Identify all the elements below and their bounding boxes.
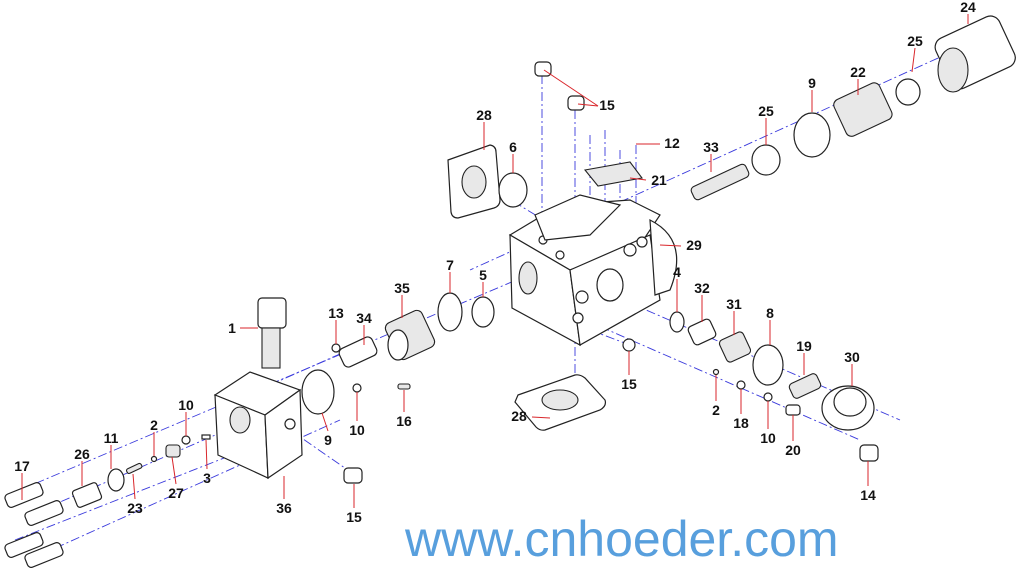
callout-label: 13 [328, 305, 344, 321]
callout-label: 25 [758, 103, 774, 119]
callout-label: 30 [844, 349, 860, 365]
leader-line [659, 244, 682, 247]
callout-label: 26 [74, 446, 90, 462]
callout-label: 10 [178, 397, 194, 413]
leader-line [531, 416, 551, 419]
callout-label: 23 [127, 500, 143, 516]
leader-line [321, 412, 329, 432]
callout-label: 29 [686, 237, 702, 253]
callout-label: 25 [907, 33, 923, 49]
callout-label: 16 [396, 413, 412, 429]
callout-label: 34 [356, 310, 372, 326]
callout-label: 28 [476, 107, 492, 123]
callout-label: 15 [621, 376, 637, 392]
leader-line [132, 473, 136, 500]
callout-label: 27 [168, 485, 184, 501]
callout-label: 10 [760, 430, 776, 446]
leader-line [629, 177, 647, 181]
leader-line [205, 439, 208, 470]
callout-label: 10 [349, 422, 365, 438]
callout-label: 8 [766, 305, 774, 321]
callout-label: 17 [14, 458, 30, 474]
callout-label: 9 [808, 75, 816, 91]
leader-line [543, 69, 599, 107]
callout-label: 20 [785, 442, 801, 458]
callout-label: 32 [694, 280, 710, 296]
callout-label: 5 [479, 267, 487, 283]
callout-label: 14 [860, 487, 876, 503]
callout-label: 35 [394, 280, 410, 296]
callout-label: 1 [228, 320, 236, 336]
parts [4, 15, 1016, 568]
callout-label: 4 [673, 264, 681, 280]
callout-label: 28 [511, 408, 527, 424]
leader-lines [21, 14, 969, 508]
callout-label: 15 [599, 97, 615, 113]
callout-label: 3 [203, 470, 211, 486]
callout-label: 12 [664, 135, 680, 151]
leader-line [577, 103, 599, 107]
callout-label: 21 [651, 172, 667, 188]
watermark: www.cnhoeder.com [404, 511, 839, 567]
callout-label: 36 [276, 500, 292, 516]
leader-line [171, 456, 177, 485]
callout-label: 33 [703, 139, 719, 155]
callout-label: 2 [150, 417, 158, 433]
callout-label: 24 [960, 0, 976, 15]
callout-label: 31 [726, 296, 742, 312]
leader-line [911, 47, 916, 73]
callout-label: 22 [850, 64, 866, 80]
valve-body [508, 194, 678, 347]
callout-label: 18 [733, 415, 749, 431]
callout-label: 6 [509, 139, 517, 155]
callout-label: 7 [446, 257, 454, 273]
callout-label: 15 [346, 509, 362, 525]
bolts [4, 481, 103, 568]
callout-label: 19 [796, 338, 812, 354]
callout-label: 11 [104, 430, 119, 446]
callout-label: 2 [712, 402, 720, 418]
callout-label: 9 [324, 432, 332, 448]
